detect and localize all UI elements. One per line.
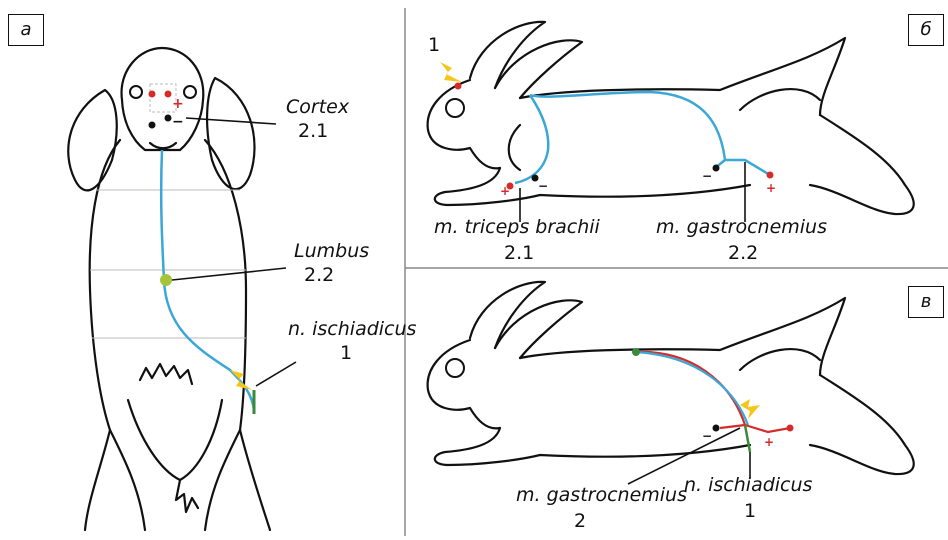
stim-electrode-b: [455, 83, 462, 90]
right-ear: [207, 78, 254, 189]
ischiadicus-number-a: 1: [340, 342, 352, 364]
stimulus-bolt-a: [230, 370, 252, 390]
triceps-number: 2.1: [504, 242, 534, 264]
gastro-electrode-red-c: [787, 425, 794, 432]
ischiadicus-label-c: n. ischiadicus: [684, 474, 812, 496]
body-right-outline: [205, 140, 270, 530]
triceps-label: m. triceps brachii: [434, 216, 600, 238]
left-ear: [68, 90, 116, 190]
ischiadicus-number-c: 1: [744, 500, 756, 522]
cortex-electrode-black-2: [165, 115, 172, 122]
nerve-branch-c: [720, 425, 790, 432]
gastro-number-c: 2: [574, 510, 586, 532]
gastro-plus-sign-b: +: [766, 181, 776, 195]
head-b: [428, 80, 500, 168]
cortex-number: 2.1: [298, 120, 328, 142]
lumbus-marker: [160, 274, 172, 286]
gastro-number-b: 2.2: [728, 242, 758, 264]
cortex-electrode-red-1: [149, 91, 156, 98]
thigh-fur-b: [740, 89, 820, 110]
panel-label-b: б: [908, 14, 944, 46]
cortex-minus-sign: −: [172, 114, 184, 130]
gastro-plus-sign-c: +: [764, 435, 774, 449]
sciatic-segment-c: [745, 425, 750, 452]
ischiadicus-label-a: n. ischiadicus: [288, 318, 416, 340]
body-left-outline: [85, 140, 120, 530]
tail-fur: [176, 480, 198, 512]
gastro-minus-sign-c: −: [702, 429, 712, 443]
gastro-electrode-black-c: [713, 425, 720, 432]
gastro-electrode-black-b: [713, 165, 720, 172]
section-lines: [90, 190, 246, 338]
ear-front-c: [495, 300, 582, 358]
rabbit-side-view-c: [428, 282, 914, 474]
triceps-minus-sign: −: [538, 179, 548, 193]
cortex-electrode-black-1: [149, 122, 156, 129]
head: [122, 48, 204, 150]
hind-leg-c: [810, 375, 914, 474]
gastro-electrode-red-b: [767, 172, 774, 179]
lumbus-label: Lumbus: [294, 240, 369, 262]
chest-fur-b: [509, 125, 520, 170]
belly-fur: [128, 400, 222, 480]
stimulus-number-b: 1: [428, 34, 440, 56]
chest-fur: [140, 364, 192, 384]
eye-c: [446, 359, 464, 377]
cortex-label: Cortex: [286, 96, 349, 118]
left-eye: [130, 86, 142, 98]
right-eye: [184, 86, 196, 98]
mouth: [150, 143, 176, 148]
ear-back-c: [470, 282, 545, 348]
stimulus-bolt-b: [440, 62, 462, 82]
left-hind-leg: [110, 430, 145, 530]
thigh-fur-c: [740, 349, 820, 370]
nerve-red-c: [636, 352, 745, 425]
nerve-origin-c: [632, 348, 640, 356]
back-line-b: [520, 38, 845, 115]
lumbus-number: 2.2: [304, 264, 334, 286]
gastro-label-c: m. gastrocnemius: [516, 484, 687, 506]
hind-leg-b: [810, 115, 914, 214]
right-hind-leg: [205, 430, 240, 530]
panel-label-a: а: [8, 14, 44, 46]
cortex-plus-sign: +: [172, 96, 184, 112]
triceps-plus-sign: +: [500, 184, 510, 198]
nerve-back-b: [530, 92, 725, 160]
cortex-electrode-red-2: [165, 91, 172, 98]
gastro-minus-sign-b: −: [702, 169, 712, 183]
nerve-hind-branch-b: [715, 160, 770, 175]
head-c: [428, 340, 500, 428]
ear-back-b: [470, 22, 545, 88]
ear-front-b: [495, 40, 582, 98]
gastro-label-b: m. gastrocnemius: [656, 216, 827, 238]
back-line-c: [520, 298, 845, 375]
ischiadicus-pointer-a: [256, 362, 296, 386]
eye-b: [446, 99, 464, 117]
panel-label-c: в: [908, 286, 944, 318]
